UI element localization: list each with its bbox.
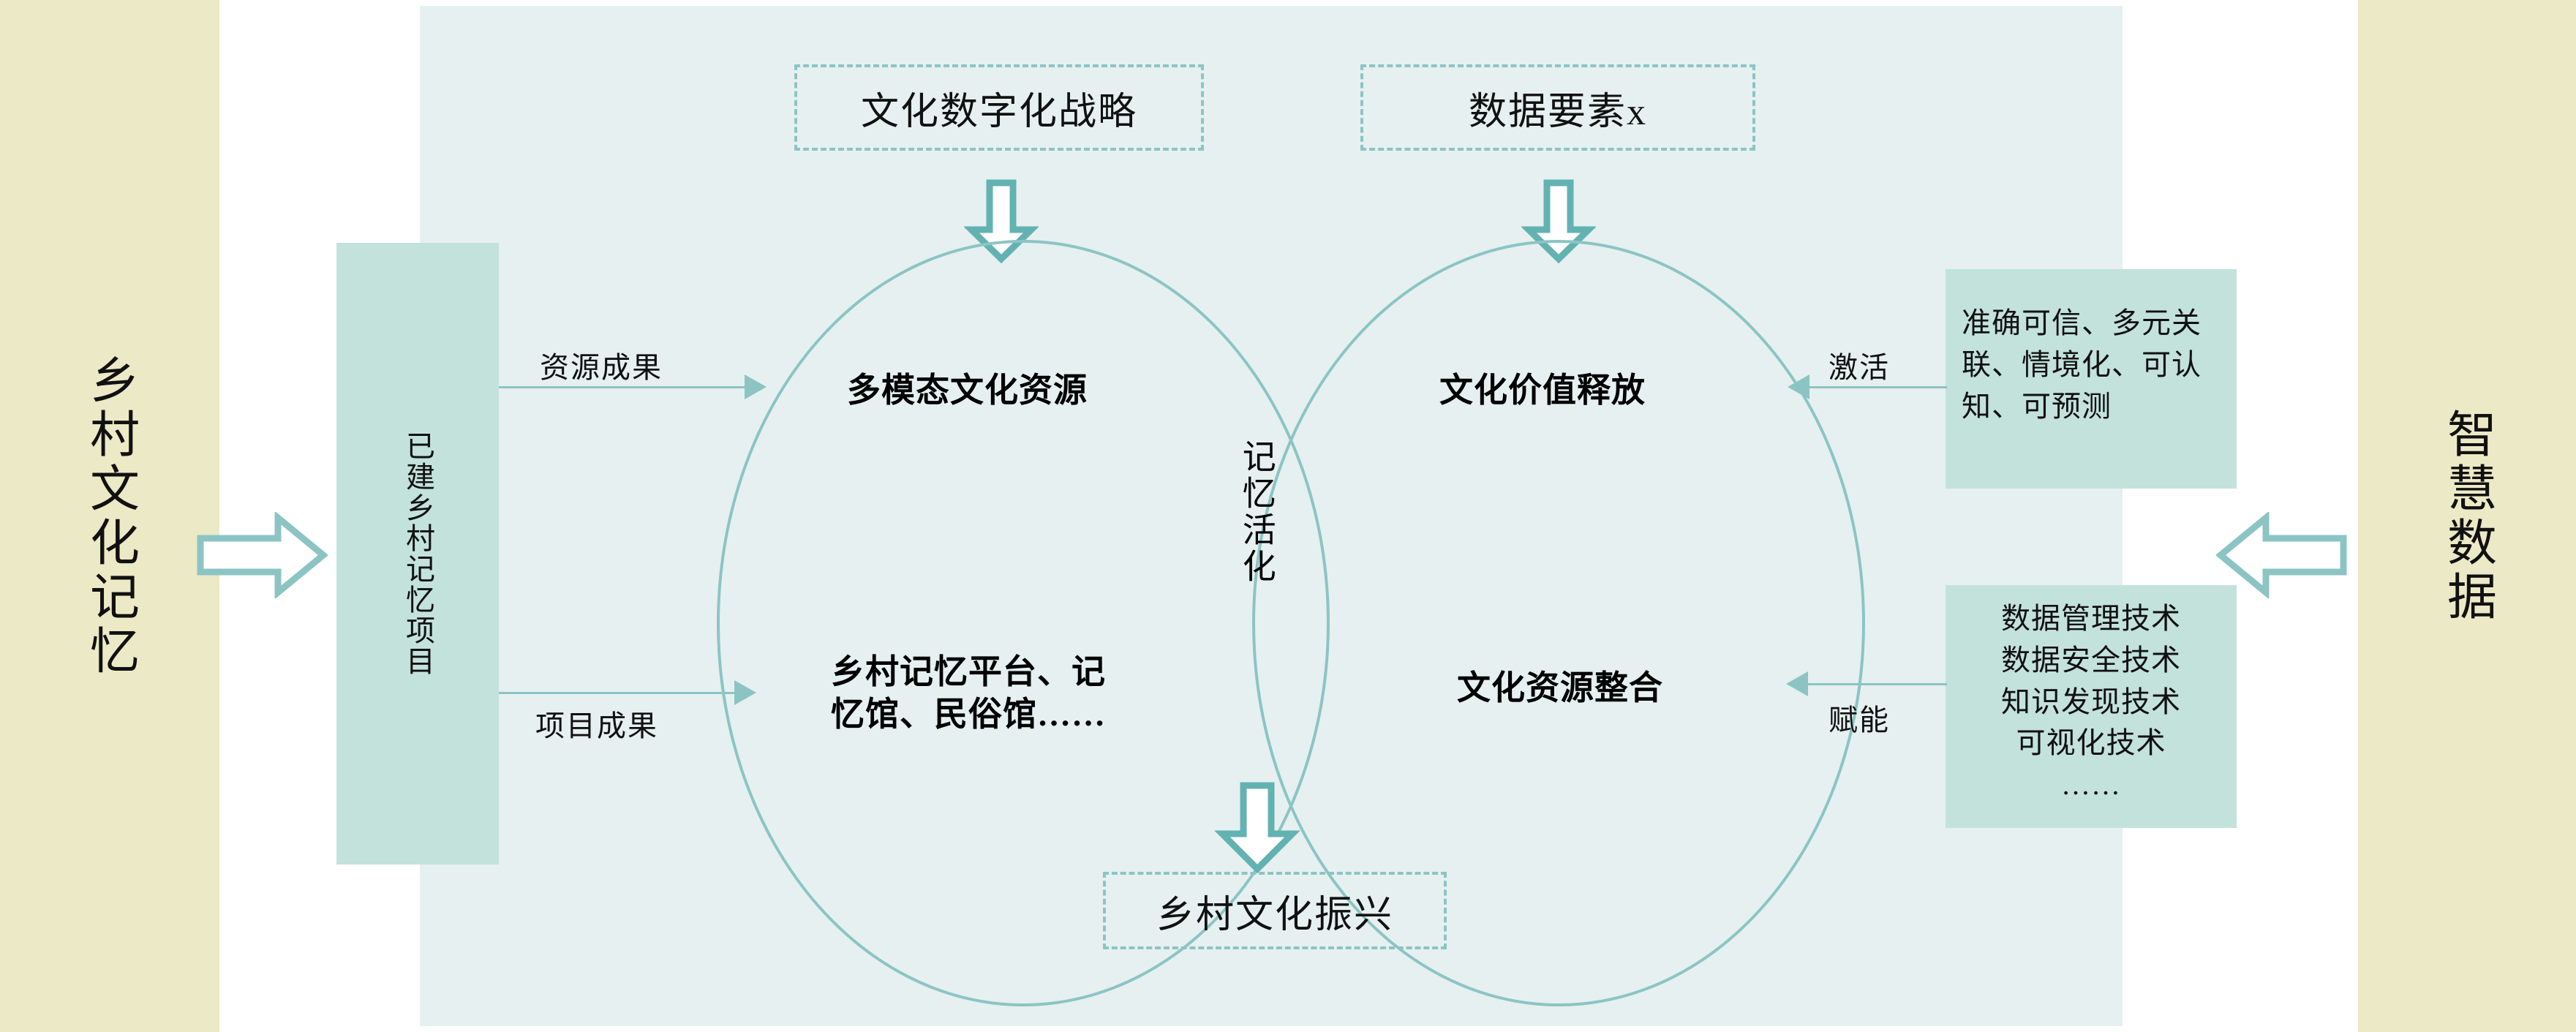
connector-activate bbox=[1808, 386, 1947, 388]
rural-revitalization-label: 乡村文化振兴 bbox=[1156, 894, 1393, 936]
existing-project-box[interactable]: 已建乡村记忆项目 bbox=[336, 243, 499, 865]
strategy-box[interactable]: 文化数字化战略 bbox=[794, 64, 1204, 151]
connector-project-outcome bbox=[499, 692, 750, 694]
rural-revitalization-box[interactable]: 乡村文化振兴 bbox=[1103, 872, 1447, 949]
block-arrow-left-icon-inflow-right bbox=[2215, 511, 2348, 602]
arrowhead-left-icon-empower bbox=[1786, 671, 1808, 696]
banner-right: 智慧数据 bbox=[2358, 0, 2576, 1032]
arrowhead-right-icon-project-outcome bbox=[734, 680, 756, 705]
connector-resource-outcome bbox=[499, 386, 762, 388]
data-technologies-box[interactable]: 数据管理技术 数据安全技术 知识发现技术 可视化技术 …… bbox=[1946, 585, 2237, 828]
data-element-box-label: 数据要素x bbox=[1468, 91, 1647, 133]
banner-left: 乡村文化记忆 bbox=[0, 0, 219, 1032]
data-element-box[interactable]: 数据要素x bbox=[1360, 64, 1755, 151]
right-circle-bottom-label: 文化资源整合 bbox=[1457, 669, 1663, 707]
data-attributes-label: 准确可信、多元关联、情境化、可认知、可预测 bbox=[1962, 306, 2202, 423]
data-attributes-box[interactable]: 准确可信、多元关联、情境化、可认知、可预测 bbox=[1946, 269, 2237, 489]
left-circle-top-label: 多模态文化资源 bbox=[847, 372, 1088, 409]
edge-label-project-outcome: 项目成果 bbox=[535, 709, 658, 742]
arrowhead-left-icon-activate bbox=[1788, 374, 1809, 399]
banner-left-label: 乡村文化记忆 bbox=[82, 353, 138, 679]
right-circle-top-label: 文化价值释放 bbox=[1439, 372, 1646, 409]
left-circle-bottom-label: 乡村记忆平台、记 忆馆、民俗馆…… bbox=[831, 653, 1106, 733]
edge-label-empower: 赋能 bbox=[1829, 704, 1890, 737]
strategy-box-label: 文化数字化战略 bbox=[860, 91, 1137, 133]
existing-project-label: 已建乡村记忆项目 bbox=[402, 431, 434, 677]
overlap-label: 记忆活化 bbox=[1238, 439, 1276, 585]
data-technologies-label: 数据管理技术 数据安全技术 知识发现技术 可视化技术 …… bbox=[2001, 602, 2181, 802]
arrowhead-right-icon-resource-outcome bbox=[745, 374, 767, 399]
block-arrow-right-icon-inflow-left bbox=[196, 511, 329, 602]
connector-empower bbox=[1807, 683, 1947, 685]
banner-right-label: 智慧数据 bbox=[2439, 407, 2496, 625]
ellipse-right-value bbox=[1252, 240, 1865, 1006]
block-arrow-down-icon-outcome bbox=[1214, 781, 1300, 877]
edge-label-activate: 激活 bbox=[1829, 351, 1890, 384]
edge-label-resource-outcome: 资源成果 bbox=[540, 351, 663, 384]
